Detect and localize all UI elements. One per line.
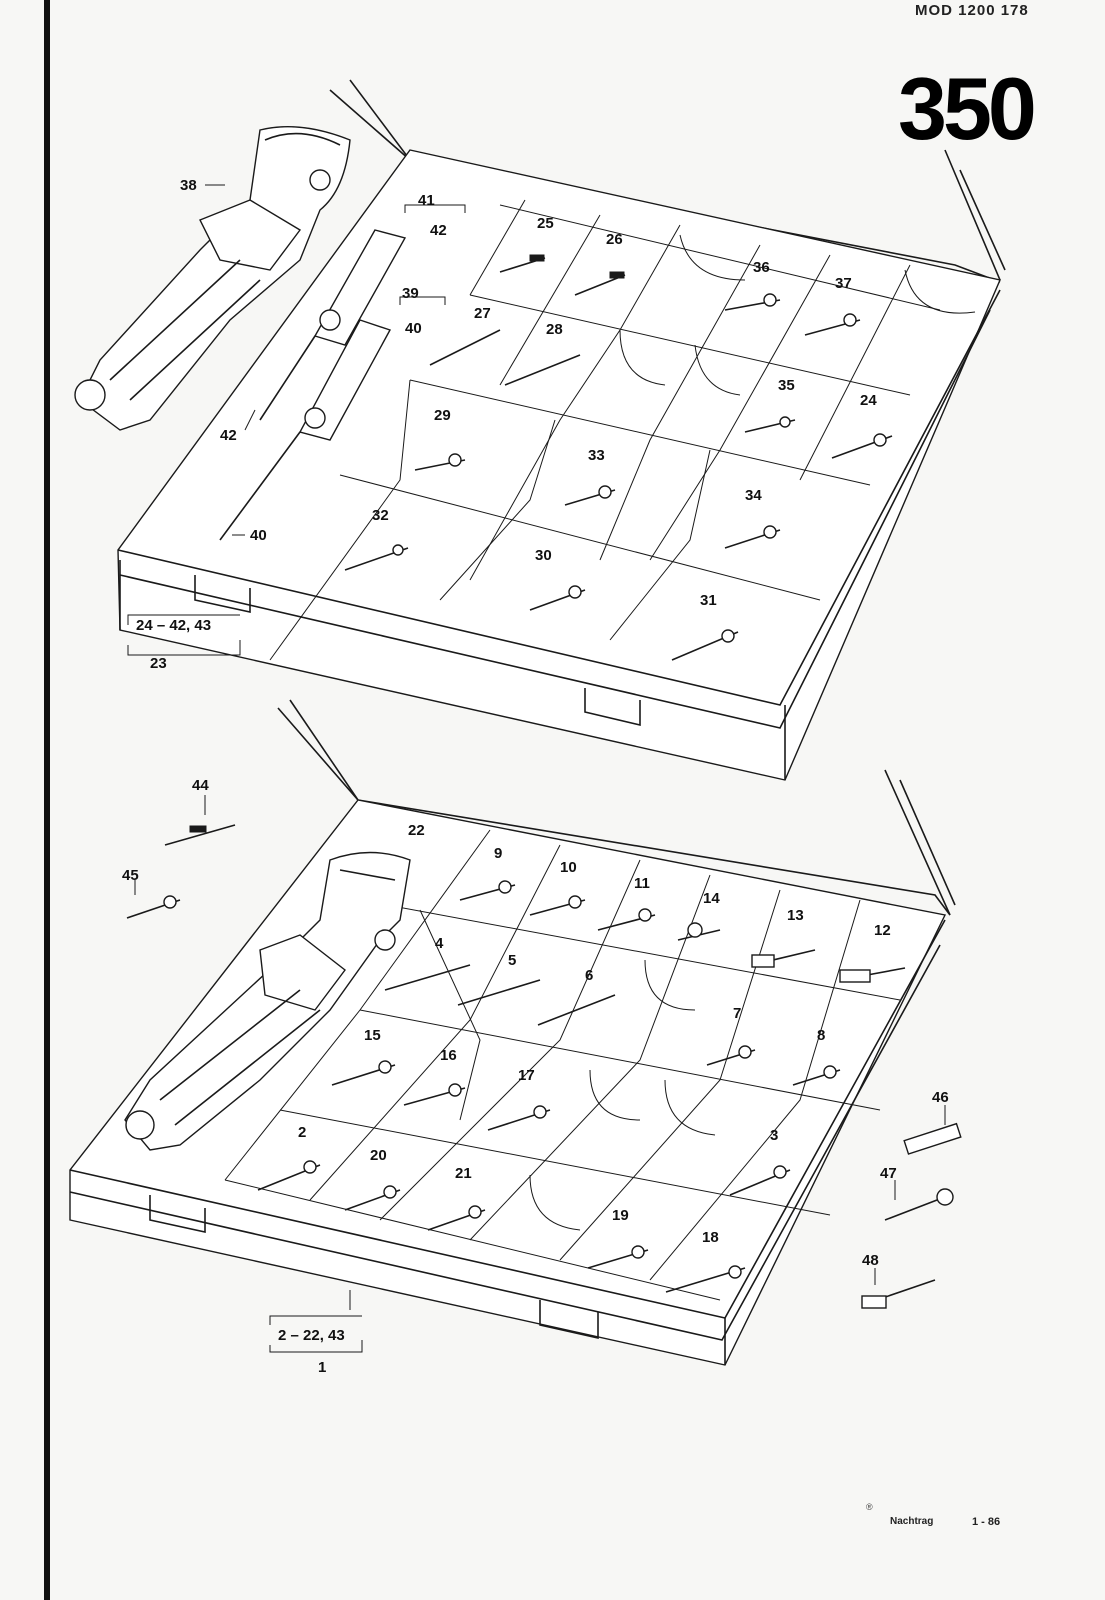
callout-12: 12 <box>874 922 891 939</box>
callout-15: 15 <box>364 1027 381 1044</box>
callout-28: 28 <box>546 321 563 338</box>
callout-42: 42 <box>430 222 447 239</box>
callout-25: 25 <box>537 215 554 232</box>
crimping-pliers-38 <box>74 126 351 431</box>
callout-14: 14 <box>703 890 720 907</box>
callout-46: 46 <box>932 1089 949 1106</box>
callout-6: 6 <box>585 967 593 984</box>
callout-10: 10 <box>560 859 577 876</box>
callout-34: 34 <box>745 487 762 504</box>
callout-29: 29 <box>434 407 451 424</box>
callout-9: 9 <box>494 845 502 862</box>
callout-45: 45 <box>122 867 139 884</box>
callout-40b: 40 <box>250 527 267 544</box>
callout-4: 4 <box>435 935 444 952</box>
upper-callouts: 38 41 42 39 40 42 40 25 26 36 37 27 28 3… <box>136 177 877 672</box>
callout-47: 47 <box>880 1165 897 1182</box>
callout-44: 44 <box>192 777 209 794</box>
callout-19: 19 <box>612 1207 629 1224</box>
callout-42b: 42 <box>220 427 237 444</box>
callout-11: 11 <box>634 875 650 892</box>
callout-35: 35 <box>778 377 795 394</box>
header-code: MOD 1200 178 <box>915 2 1029 19</box>
insertion-tool-41-42 <box>259 229 407 421</box>
callout-22: 22 <box>408 822 425 839</box>
callout-31: 31 <box>700 592 717 609</box>
callout-27: 27 <box>474 305 491 322</box>
page-number: 350 <box>898 59 1037 158</box>
callout-37: 37 <box>835 275 852 292</box>
callout-7: 7 <box>733 1005 741 1022</box>
lower-terminals <box>257 880 906 1293</box>
footer-date: 1 - 86 <box>972 1516 1001 1528</box>
callout-32: 32 <box>372 507 389 524</box>
insertion-tool-39-40 <box>219 319 392 541</box>
callout-26: 26 <box>606 231 623 248</box>
lower-kit-box: 22 9 10 11 14 13 12 4 5 6 7 8 15 16 17 3… <box>69 699 956 1376</box>
callout-24: 24 <box>860 392 877 409</box>
assembly-label-1: 1 <box>318 1359 326 1376</box>
lower-callouts: 22 9 10 11 14 13 12 4 5 6 7 8 15 16 17 3… <box>278 822 891 1376</box>
callout-30: 30 <box>535 547 552 564</box>
callout-33: 33 <box>588 447 605 464</box>
callout-5: 5 <box>508 952 516 969</box>
callout-2: 2 <box>298 1124 306 1141</box>
callout-17: 17 <box>518 1067 535 1084</box>
callout-20: 20 <box>370 1147 387 1164</box>
binding-edge <box>44 0 50 1600</box>
upper-kit-box: 38 41 42 39 40 42 40 25 26 36 37 27 28 3… <box>74 79 1006 781</box>
assembly-range-upper: 24 – 42, 43 <box>136 617 211 634</box>
assembly-range-lower: 2 – 22, 43 <box>278 1327 345 1344</box>
upper-terminals <box>344 254 893 661</box>
callout-16: 16 <box>440 1047 457 1064</box>
loose-parts: 44 45 46 47 48 <box>122 777 962 1309</box>
assembly-label-23: 23 <box>150 655 167 672</box>
callout-8: 8 <box>817 1027 825 1044</box>
crimping-pliers-22 <box>124 851 411 1151</box>
callout-3: 3 <box>770 1127 778 1144</box>
footer-note: Nachtrag <box>890 1516 934 1527</box>
callout-36: 36 <box>753 259 770 276</box>
callout-21: 21 <box>455 1165 472 1182</box>
callout-40: 40 <box>405 320 422 337</box>
callout-41: 41 <box>418 192 435 209</box>
callout-13: 13 <box>787 907 804 924</box>
callout-38: 38 <box>180 177 197 194</box>
callout-48: 48 <box>862 1252 879 1269</box>
callout-18: 18 <box>702 1229 719 1246</box>
footer-mark-icon: ® <box>866 1502 873 1512</box>
callout-39: 39 <box>402 285 419 302</box>
